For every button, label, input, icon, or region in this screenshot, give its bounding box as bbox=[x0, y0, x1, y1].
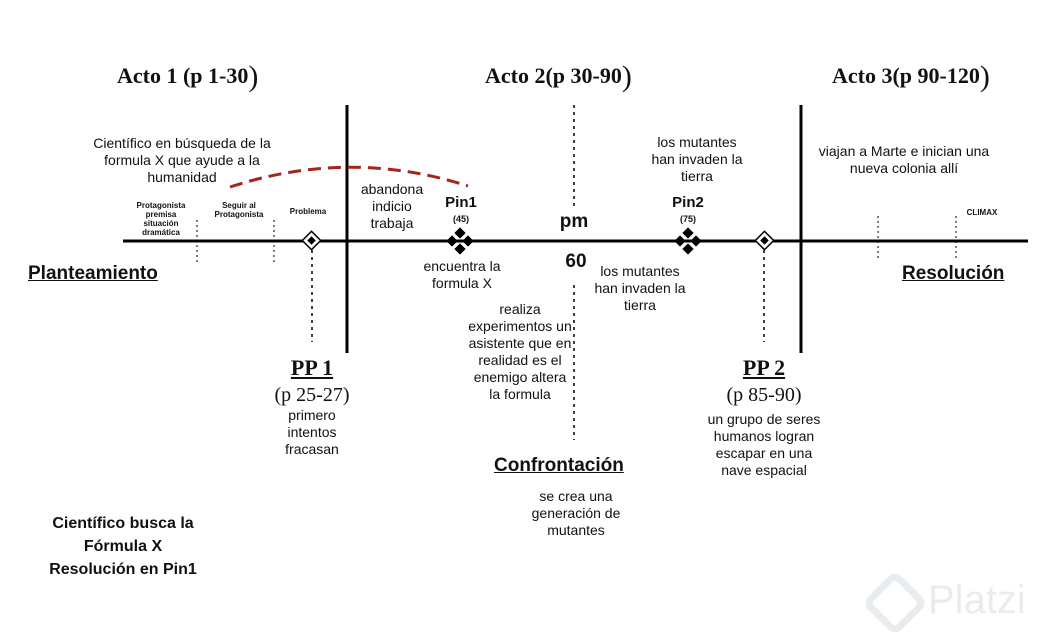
planteamiento-label: Planteamiento bbox=[28, 263, 158, 284]
confrontacion-description: se crea una generación de mutantes bbox=[531, 488, 621, 538]
summary-block: Científico busca la Fórmula X Resolución… bbox=[18, 512, 228, 581]
dashed-arc bbox=[229, 165, 469, 189]
act1-heading: Acto 1 (p 1-30) bbox=[117, 60, 258, 94]
protagonista-label: Protagonista premisa situación dramática bbox=[136, 201, 186, 237]
act1-heading-paren: ) bbox=[248, 60, 259, 93]
summary-line-1: Científico busca la bbox=[52, 515, 194, 532]
realiza-text: realiza experimentos un asistente que en… bbox=[468, 301, 572, 402]
platzi-logo-icon bbox=[865, 573, 925, 633]
pin2-title: Pin2 bbox=[672, 194, 704, 211]
problema-label: Problema bbox=[289, 207, 327, 216]
act2-heading-text: Acto 2(p 30-90 bbox=[485, 63, 622, 88]
confrontacion-label: Confrontación bbox=[494, 455, 624, 476]
act3-heading: Acto 3(p 90-120) bbox=[832, 60, 990, 94]
pin1-description: encuentra la formula X bbox=[423, 258, 501, 291]
act3-description: viajan a Marte e inician una nueva colon… bbox=[818, 143, 990, 176]
mutantes-top-text: los mutantes han invaden la tierra bbox=[651, 134, 743, 184]
pin1-page: (45) bbox=[452, 214, 469, 224]
pm-label: pm bbox=[559, 211, 589, 232]
pp1-description: primero intentos fracasan bbox=[285, 407, 339, 457]
act1-description: Científico en búsqueda de la formula X q… bbox=[93, 135, 271, 185]
summary-line-2: Fórmula X bbox=[83, 538, 163, 555]
pp1-range: (p 25-27) bbox=[274, 384, 350, 406]
seguir-label: Seguir al Protagonista bbox=[214, 201, 264, 219]
pp2-diamond-marker bbox=[754, 230, 775, 251]
mutantes-bottom-text: los mutantes han invaden la tierra bbox=[594, 263, 686, 313]
pm-page: 60 bbox=[565, 251, 587, 272]
climax-label: CLIMAX bbox=[966, 208, 998, 217]
resolucion-label: Resolución bbox=[902, 263, 1005, 284]
pp1-diamond-marker bbox=[301, 230, 322, 251]
pin1-marker bbox=[446, 227, 474, 255]
platzi-watermark: Platzi bbox=[928, 578, 1026, 622]
pp2-title: PP 2 bbox=[742, 355, 786, 380]
pp2-description: un grupo de seres humanos logran escapar… bbox=[707, 411, 821, 478]
abandona-text: abandona indicio trabaja bbox=[360, 181, 424, 231]
pp2-range: (p 85-90) bbox=[726, 384, 802, 406]
pin2-marker bbox=[674, 227, 702, 255]
act3-heading-paren: ) bbox=[979, 60, 990, 93]
act3-heading-text: Acto 3(p 90-120 bbox=[832, 63, 980, 88]
pp1-title: PP 1 bbox=[290, 355, 334, 380]
pin2-page: (75) bbox=[679, 214, 696, 224]
act1-heading-text: Acto 1 (p 1-30 bbox=[117, 63, 249, 88]
summary-line-3: Resolución en Pin1 bbox=[49, 561, 197, 578]
act2-heading-paren: ) bbox=[621, 60, 632, 93]
act2-heading: Acto 2(p 30-90) bbox=[485, 60, 632, 94]
pin1-title: Pin1 bbox=[445, 194, 477, 211]
